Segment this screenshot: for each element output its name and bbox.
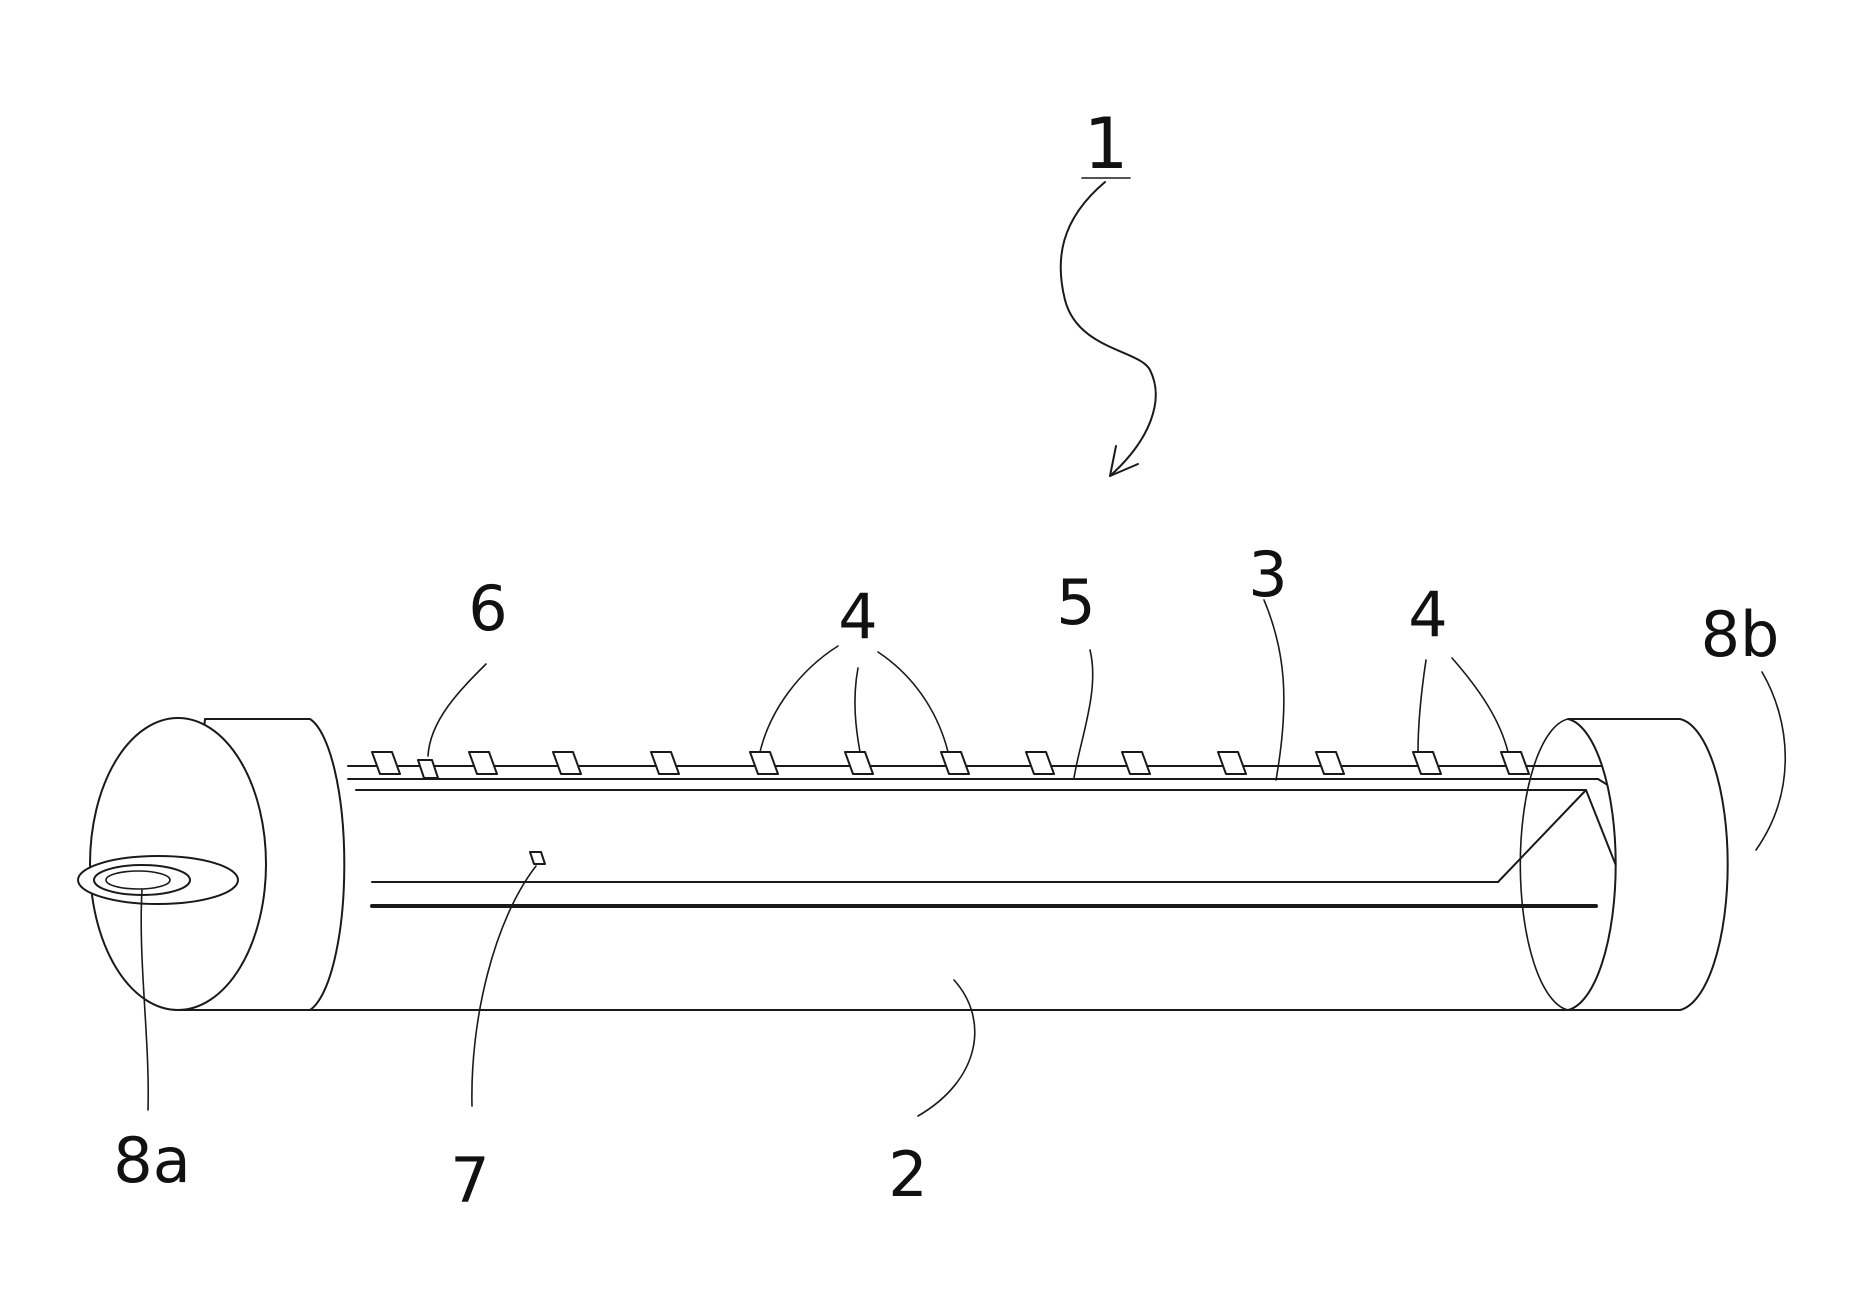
substrate-right-slant [1498,790,1586,882]
led-element [372,752,400,774]
led-element [469,752,497,774]
led-element [1122,752,1150,774]
leader-4c [878,652,948,752]
led-element [1026,752,1054,774]
led-element [651,752,679,774]
leader-1 [1061,182,1156,476]
label-6: 6 [468,572,507,645]
label-4-right: 4 [1408,578,1447,651]
right-cap-body [1568,719,1728,1010]
led-element [1316,752,1344,774]
label-2: 2 [888,1138,927,1211]
leader-4b [855,668,860,752]
element-6 [418,760,438,778]
label-5: 5 [1056,566,1095,639]
reference-numerals: 1 6 4 5 3 4 8b 8a 7 2 [113,103,1779,1217]
tube-body [178,766,1606,1010]
label-4-left: 4 [838,580,877,653]
label-3: 3 [1248,538,1287,611]
right-cap [1520,719,1727,1010]
right-cap-rim [1520,719,1568,1010]
substrate [348,779,1632,906]
label-7: 7 [450,1144,489,1217]
led-element [1218,752,1246,774]
leader-2 [918,980,975,1116]
led-element [941,752,969,774]
left-cap [78,718,344,1010]
label-1: 1 [1084,103,1129,185]
led-row [372,752,1529,774]
leader-8b [1756,672,1785,850]
leader-6 [428,664,486,756]
led-element [1413,752,1441,774]
led-element [1501,752,1529,774]
pin-outer-ring [78,856,238,904]
led-element [845,752,873,774]
led-element [553,752,581,774]
leader-4e [1452,658,1508,752]
leader-4d [1418,660,1426,752]
leader-4a [760,646,838,752]
label-8a: 8a [113,1124,190,1197]
element-7 [530,852,545,864]
label-8b: 8b [1701,598,1780,671]
led-element [750,752,778,774]
leader-3 [1264,600,1284,780]
leader-5 [1074,650,1093,778]
leader-7 [472,866,536,1106]
